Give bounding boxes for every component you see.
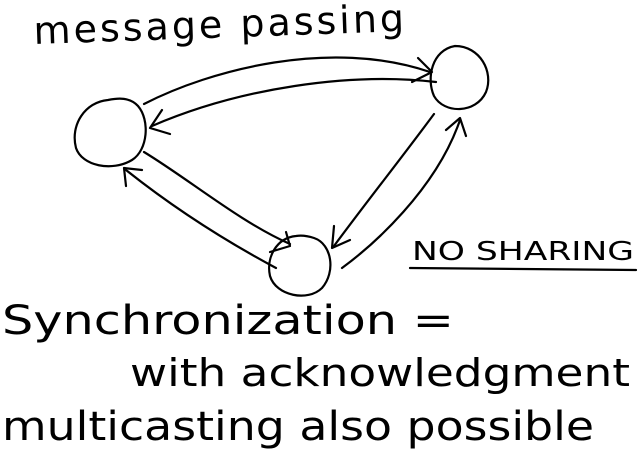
arrow-line: [124, 168, 278, 270]
process-node-left: [73, 97, 147, 168]
arrow-line: [142, 56, 432, 106]
no-sharing-underline: [408, 266, 638, 272]
node-circle: [429, 44, 490, 111]
arrow-line: [332, 112, 436, 248]
arrow-line: [150, 78, 438, 128]
synchronization-text: Synchronization =: [2, 298, 454, 344]
node-circle: [268, 234, 332, 297]
arrow-bottom-to-left: [122, 166, 278, 270]
arrow-bottom-to-right: [340, 116, 468, 270]
arrow-left-to-bottom: [142, 150, 292, 254]
arrow-line: [340, 118, 462, 270]
arrow-head: [268, 230, 292, 254]
no-sharing-text: NO SHARING: [412, 237, 634, 267]
node-circle: [73, 97, 147, 168]
arrow-head: [444, 116, 468, 138]
arrow-head: [122, 166, 144, 188]
arrow-left-to-right: [142, 56, 434, 106]
acknowledgment-text: with acknowledgment: [130, 351, 630, 395]
arrow-head: [330, 224, 352, 250]
process-node-right: [429, 44, 490, 111]
arrow-head: [148, 108, 172, 136]
multicasting-text: multicasting also possible: [2, 404, 594, 450]
arrow-right-to-bottom: [330, 112, 436, 250]
arrow-line: [142, 150, 292, 246]
arrow-head: [410, 56, 434, 84]
process-node-bottom: [268, 234, 332, 297]
arrow-right-to-left: [148, 78, 438, 136]
title-text: message passing: [33, 0, 408, 53]
